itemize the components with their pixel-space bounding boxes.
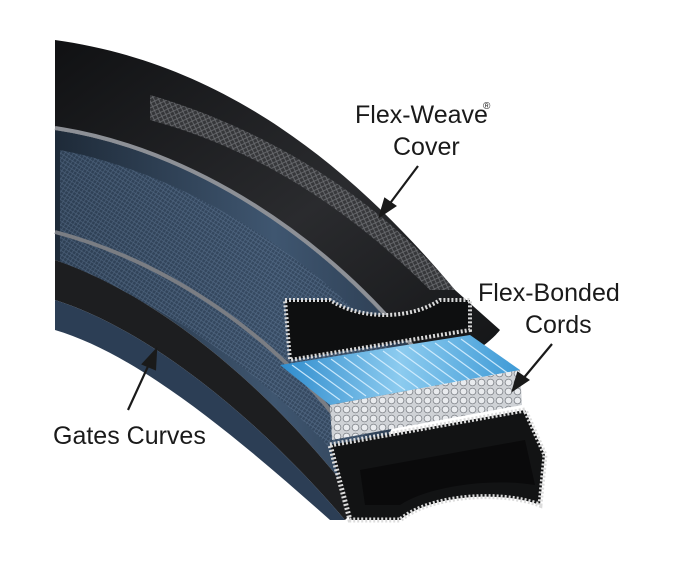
curves-label: Gates Curves (53, 422, 206, 450)
belt-edge-band-upper (54, 126, 424, 360)
belt-edge-band-lower (54, 230, 347, 432)
cord-strands (291, 338, 510, 401)
cord-ends (330, 370, 522, 440)
cover-arrow-head (378, 197, 397, 219)
curves-arrow-line (127, 361, 151, 411)
cover-label-line1: Flex-Weave (355, 101, 488, 129)
cords-label-line1: Flex-Bonded (478, 279, 620, 307)
belt-lower-curve (55, 260, 360, 520)
cords-arrow-head (511, 371, 530, 393)
cover-arrow-line (387, 165, 419, 207)
cord-layer-top (280, 335, 520, 405)
callout-labels: Flex-Weave ® Cover Flex-Bonded Cords Gat… (53, 101, 620, 450)
callout-arrows (127, 165, 553, 411)
cover-label-line2: Cover (393, 133, 460, 161)
curves-arrow-head (141, 347, 158, 371)
cords-label-line2: Cords (525, 311, 592, 339)
cover-registered-mark: ® (483, 101, 491, 112)
belt-cover-weave (150, 95, 455, 290)
v-belt-illustration (54, 40, 548, 523)
cords-arrow-line (521, 343, 553, 381)
cutaway-upper-section (282, 298, 472, 363)
